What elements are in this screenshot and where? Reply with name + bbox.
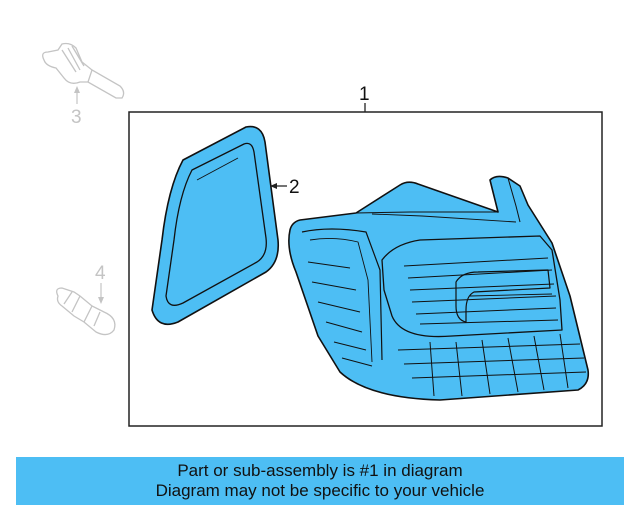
parts-diagram: 1 2 — [42, 42, 603, 427]
callout-1-label: 1 — [359, 84, 370, 105]
callout-4-arrowhead — [98, 297, 104, 304]
callout-4-label: 4 — [95, 263, 106, 284]
callout-2-arrowhead — [270, 183, 277, 189]
banner-line-2: Diagram may not be specific to your vehi… — [155, 481, 485, 500]
gasket-part[interactable] — [151, 125, 280, 326]
tail-lamp-part[interactable] — [288, 175, 590, 401]
callout-3-arrowhead — [74, 86, 80, 93]
info-banner: Part or sub-assembly is #1 in diagram Di… — [16, 457, 624, 505]
callout-3-label: 3 — [71, 107, 82, 128]
banner-line-1: Part or sub-assembly is #1 in diagram — [177, 461, 463, 480]
socket-ghost-part — [42, 42, 125, 99]
bulb-ghost-part — [56, 287, 116, 336]
callout-2-label: 2 — [289, 177, 300, 198]
